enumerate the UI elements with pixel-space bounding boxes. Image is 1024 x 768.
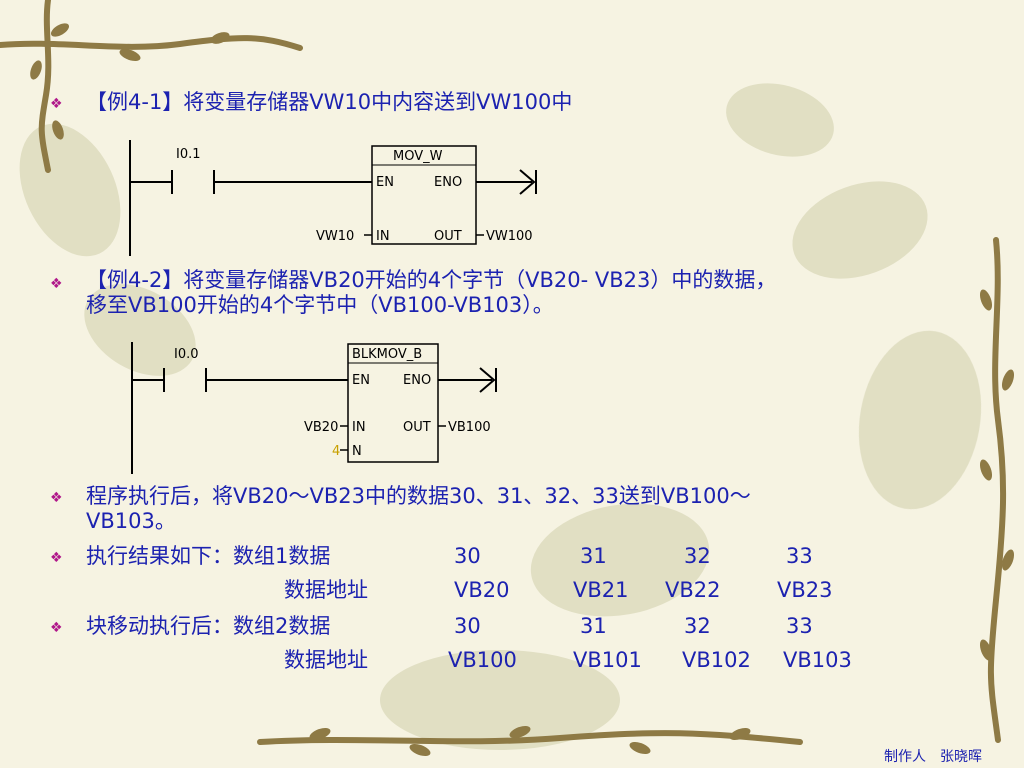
address-label: 数据地址 xyxy=(284,578,368,602)
in-operand: VW10 xyxy=(316,229,354,244)
mov-w-box xyxy=(371,145,477,245)
n-operand: 4 xyxy=(332,444,340,459)
out-operand: VB100 xyxy=(448,420,491,435)
array1-value: 33 xyxy=(786,544,813,568)
ladder-diagram-mov-w: I0.1 MOV_W EN ENO VW10 IN OUT VW100 xyxy=(129,140,537,256)
ladder-diagram-blkmov-b: I0.0 BLKMOV_B EN ENO VB20 IN OUT VB100 4… xyxy=(131,342,497,474)
example-4-2-text: 【例4-2】将变量存储器VB20开始的4个字节（VB20- VB23）中的数据，… xyxy=(86,268,776,318)
n-pin: N xyxy=(352,444,362,459)
bullet-icon: ❖ xyxy=(50,96,63,112)
in-pin: IN xyxy=(352,420,366,435)
bullet-icon: ❖ xyxy=(50,490,63,506)
array1-value: 31 xyxy=(580,544,607,568)
out-pin: OUT xyxy=(434,229,462,244)
box-title: MOV_W xyxy=(393,149,443,164)
block-move-heading: 块移动执行后：数组2数据 xyxy=(86,614,331,638)
contact-label: I0.0 xyxy=(174,347,199,362)
eno-pin: ENO xyxy=(403,373,431,388)
address-label: 数据地址 xyxy=(284,648,368,672)
box-title: BLKMOV_B xyxy=(352,347,422,362)
array1-value: 30 xyxy=(454,544,481,568)
contact-label: I0.1 xyxy=(176,147,201,162)
array1-address: VB20 xyxy=(454,578,510,602)
array2-address: VB103 xyxy=(783,648,852,672)
en-pin: EN xyxy=(376,175,394,190)
coil-arrow xyxy=(519,169,536,195)
en-pin: EN xyxy=(352,373,370,388)
bullet-icon: ❖ xyxy=(50,276,63,292)
array1-address: VB22 xyxy=(665,578,721,602)
array2-value: 30 xyxy=(454,614,481,638)
bullet-icon: ❖ xyxy=(50,550,63,566)
result-heading: 执行结果如下：数组1数据 xyxy=(86,544,331,568)
result-description: 程序执行后，将VB20～VB23中的数据30、31、32、33送到VB100～ … xyxy=(86,484,751,534)
array2-value: 31 xyxy=(580,614,607,638)
array2-value: 32 xyxy=(684,614,711,638)
example-4-2-line1: 【例4-2】将变量存储器VB20开始的4个字节（VB20- VB23）中的数据， xyxy=(86,268,777,292)
bullet-icon: ❖ xyxy=(50,620,63,636)
in-operand: VB20 xyxy=(304,420,338,435)
out-pin: OUT xyxy=(403,420,431,435)
author-footer: 制作人 张晓晖 xyxy=(884,749,982,765)
array2-address: VB100 xyxy=(448,648,517,672)
example-4-2-line2: 移至VB100开始的4个字节中（VB100-VB103）。 xyxy=(86,293,554,317)
array1-value: 32 xyxy=(684,544,711,568)
out-operand: VW100 xyxy=(486,229,533,244)
result-description-line1: 程序执行后，将VB20～VB23中的数据30、31、32、33送到VB100～ xyxy=(86,484,751,508)
array2-address: VB102 xyxy=(682,648,751,672)
in-pin: IN xyxy=(376,229,390,244)
coil-arrow xyxy=(479,367,496,393)
array1-address: VB23 xyxy=(777,578,833,602)
array2-value: 33 xyxy=(786,614,813,638)
eno-pin: ENO xyxy=(434,175,462,190)
result-description-line2: VB103。 xyxy=(86,509,176,533)
example-4-1-text: 【例4-1】将变量存储器VW10中内容送到VW100中 xyxy=(86,90,573,114)
array1-address: VB21 xyxy=(573,578,629,602)
array2-address: VB101 xyxy=(573,648,642,672)
blkmov-b-box xyxy=(347,343,439,463)
